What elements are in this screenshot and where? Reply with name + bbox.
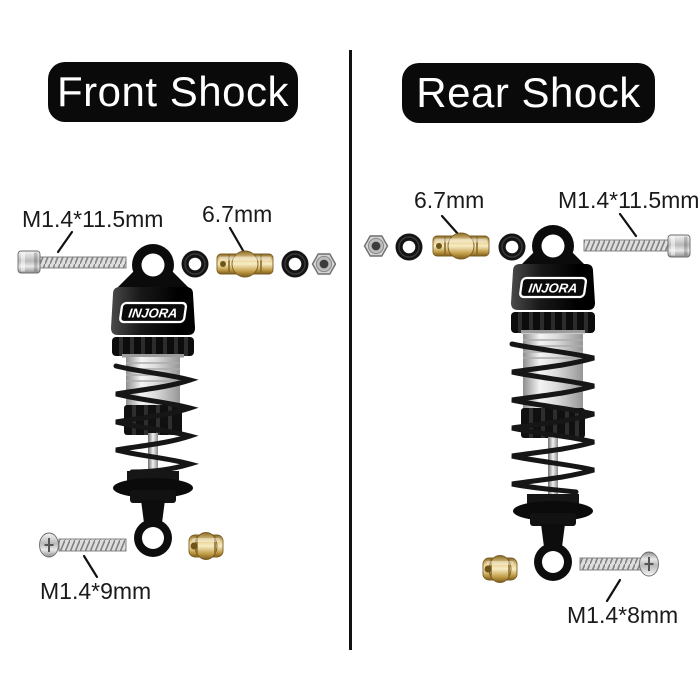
front-brass-ball-icon [216, 250, 274, 278]
leader-line [228, 226, 247, 256]
leader-line [82, 554, 99, 579]
rear-bottom-brass-ball-icon [482, 554, 518, 584]
front-shock-title-text: Front Shock [57, 68, 289, 115]
label-rear-bottom-screw-size: M1.4*8mm [567, 602, 679, 628]
front-brand-text: INJORA [127, 306, 178, 321]
front-lock-nut-icon [311, 253, 337, 275]
label-front-bottom-screw-size: M1.4*9mm [40, 578, 152, 604]
front-spring [113, 363, 200, 475]
front-oring-right-icon [280, 249, 310, 279]
panel-divider [349, 50, 352, 650]
label-front-ball-size: 6.7mm [202, 201, 273, 227]
rear-shock-illustration: INJORA [509, 225, 595, 581]
front-bottom-brass-ball-icon [188, 531, 224, 561]
label-rear-ball-size: 6.7mm [414, 187, 485, 213]
front-leader-lines [56, 226, 247, 579]
rear-oring-left-icon [394, 232, 424, 262]
rear-top-screw [583, 234, 691, 258]
rear-spring [509, 341, 595, 495]
leader-line [56, 230, 74, 254]
label-front-top-screw-size: M1.4*11.5mm [22, 206, 164, 232]
front-shock-illustration: INJORA [111, 244, 200, 557]
leader-line [618, 212, 638, 238]
rear-lock-nut-icon [363, 235, 389, 257]
rear-oring-right-icon [497, 232, 527, 262]
injora-logo-badge: INJORA [119, 301, 188, 324]
front-bottom-screw [38, 532, 127, 558]
rear-leader-lines [440, 212, 638, 603]
front-oring-left-icon [180, 249, 210, 279]
rear-shock-title-text: Rear Shock [416, 69, 641, 116]
front-top-screw [17, 250, 127, 274]
leader-line [440, 214, 460, 236]
rear-brass-ball-icon [432, 232, 490, 260]
leader-line [605, 578, 622, 603]
front-shock-title: Front Shock [48, 62, 298, 122]
rear-bottom-screw [579, 551, 660, 577]
rear-shock-title: Rear Shock [402, 63, 655, 123]
injora-logo-badge: INJORA [519, 276, 588, 299]
label-rear-top-screw-size: M1.4*11.5mm [558, 187, 700, 213]
rear-brand-text: INJORA [527, 281, 578, 296]
